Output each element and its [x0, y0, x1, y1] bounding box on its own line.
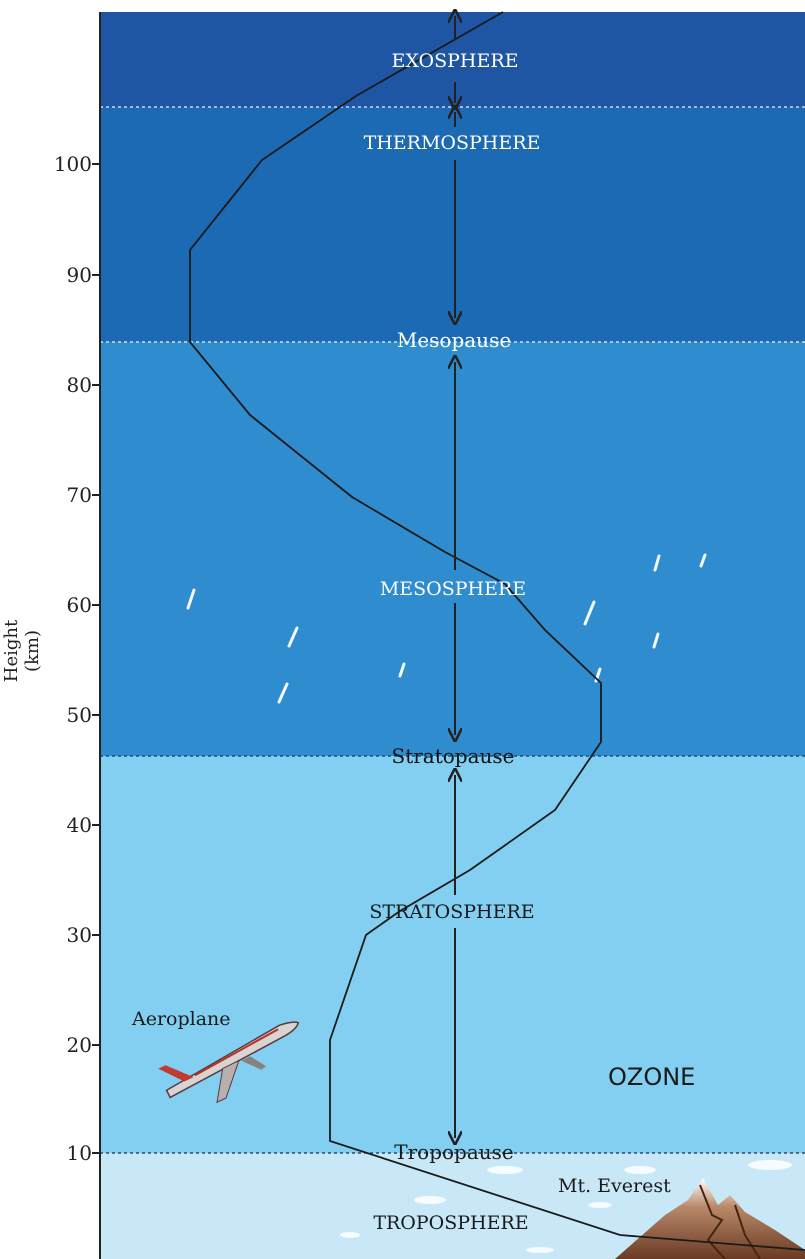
tropopause-label: Tropopause: [394, 1140, 514, 1164]
stratosphere-label: STRATOSPHERE: [369, 901, 535, 923]
y-axis-ticks: [92, 163, 100, 1154]
mesosphere-label: MESOSPHERE: [379, 578, 527, 600]
mesosphere-band: [100, 342, 805, 756]
tick-label: 20: [66, 1033, 92, 1057]
thermosphere-band: [100, 107, 805, 342]
exosphere-label: EXOSPHERE: [391, 50, 519, 72]
stratosphere-band: [100, 756, 805, 1153]
tick-label: 60: [66, 593, 92, 617]
tick-label: 100: [53, 152, 92, 176]
snow-patches: [340, 1160, 792, 1253]
ozone-label: OZONE: [608, 1063, 696, 1091]
mesopause-label: Mesopause: [396, 328, 512, 352]
mt-everest-label: Mt. Everest: [558, 1175, 671, 1197]
troposphere-label: TROPOSPHERE: [373, 1212, 529, 1234]
aeroplane-label: Aeroplane: [132, 1008, 231, 1030]
stratopause-label: Stratopause: [391, 744, 515, 768]
aeroplane-icon: [158, 1021, 300, 1104]
tick-label: 40: [66, 813, 92, 837]
tick-label: 70: [66, 483, 92, 507]
temperature-curve: [189, 11, 805, 1251]
exosphere-band: [100, 12, 805, 107]
tick-label: 90: [66, 263, 92, 287]
tick-label: 10: [66, 1141, 92, 1165]
tick-label: 80: [66, 373, 92, 397]
tick-label: 50: [66, 703, 92, 727]
tick-label: 30: [66, 923, 92, 947]
thermosphere-label: THERMOSPHERE: [363, 132, 541, 154]
